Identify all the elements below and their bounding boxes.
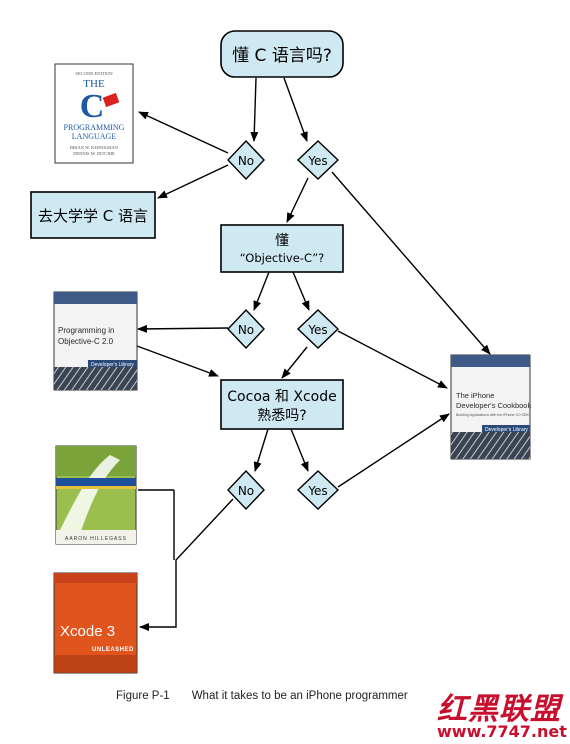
decision-no-3-label: No — [238, 484, 254, 498]
iphone-book-photo — [451, 432, 530, 459]
node-know-cocoa: Cocoa 和 Xcode 熟悉吗? — [220, 379, 344, 430]
arrow-yes-to-iphone-book-3 — [337, 413, 450, 488]
arrow-objc-book-to-cocoa — [136, 345, 219, 377]
c-book-ansi-badge — [102, 92, 120, 108]
objc-book-series: Developer's Library — [91, 362, 134, 368]
figure-caption-text: What it takes to be an iPhone programmer — [191, 690, 408, 702]
arrow-no-to-university — [157, 164, 229, 199]
iphone-book-subtitle: Building Applications with the iPhone 3.… — [456, 413, 530, 417]
node-learn-c: 去大学学 C 语言 — [30, 191, 156, 239]
node-know-objc: 懂 “Objective-C”? — [220, 224, 344, 273]
arrow-objc-to-no — [253, 271, 270, 311]
decision-no-1: No — [227, 139, 265, 181]
book-xcode-3-unleashed: Xcode 3 UNLEASHED — [53, 572, 138, 674]
cocoa-book-author: AARON HILLEGASS — [65, 536, 127, 542]
cocoa-book-illustration — [60, 455, 120, 534]
arrow-yes-to-iphone-book-2 — [337, 330, 448, 389]
arrow-c-to-no — [250, 77, 259, 142]
xcode-book-subtitle: UNLEASHED — [92, 647, 134, 653]
xcode-book-title: Xcode 3 — [60, 623, 115, 640]
book-cocoa-programming: AARON HILLEGASS — [55, 445, 137, 545]
iphone-book-title-1: The iPhone — [456, 391, 494, 400]
arrow-yes-to-objc — [286, 177, 309, 223]
arrow-no-to-c-book — [138, 111, 229, 154]
watermark-url: www.7747.net — [437, 722, 567, 741]
decision-yes-1: Yes — [296, 140, 340, 180]
book-programming-objective-c: Programming in Objective-C 2.0 Developer… — [53, 291, 138, 391]
arrow-cocoa-to-yes — [290, 428, 309, 472]
decision-no-1-label: No — [238, 154, 254, 168]
arrow-yes-to-iphone-book — [331, 171, 491, 355]
c-book-edition: SECOND EDITION — [75, 71, 113, 76]
arrow-cocoa-to-no — [253, 428, 269, 472]
node-know-cocoa-line1: Cocoa 和 Xcode — [227, 389, 336, 405]
node-know-objc-line2: “Objective-C”? — [240, 251, 325, 265]
iphone-book-series: Developer's Library — [485, 427, 528, 433]
node-know-cocoa-line2: 熟悉吗? — [257, 408, 306, 424]
xcode-book-footer — [54, 655, 137, 673]
arrow-yes-to-cocoa — [281, 346, 308, 379]
decision-no-2: No — [227, 308, 265, 350]
figure-number: Figure P-1 — [116, 690, 170, 702]
c-book-title-the: THE — [83, 78, 105, 90]
watermark-logo-text: 红黑联盟 — [437, 692, 561, 727]
decision-yes-2: Yes — [296, 309, 340, 349]
arrow-c-to-yes — [283, 77, 308, 142]
connectors — [136, 77, 491, 631]
c-book-title-c: C — [80, 88, 105, 125]
decision-yes-3-label: Yes — [307, 484, 327, 498]
decision-yes-2-label: Yes — [307, 323, 327, 337]
figure-caption: Figure P-1 What it takes to be an iPhone … — [116, 690, 408, 702]
decision-yes-1-label: Yes — [307, 154, 327, 168]
objc-book-title-1: Programming in — [58, 326, 114, 335]
decision-no-2-label: No — [238, 323, 254, 337]
objc-book-photo — [54, 367, 137, 390]
decision-no-3: No — [227, 469, 265, 511]
objc-book-title-2: Objective-C 2.0 — [58, 337, 114, 346]
node-know-c: 懂 C 语言吗? — [220, 30, 344, 78]
decision-yes-3: Yes — [296, 470, 340, 510]
c-book-author-1: BRIAN W. KERNIGHAN — [70, 145, 119, 150]
arrow-objc-to-yes — [292, 271, 310, 311]
iphone-book-title-2: Developer's Cookbook — [456, 401, 531, 410]
c-book-author-2: DENNIS M. RITCHIE — [73, 151, 115, 156]
c-book-title-programming: PROGRAMMING — [64, 123, 125, 132]
c-book-title-language: LANGUAGE — [72, 132, 117, 141]
book-iphone-developers-cookbook: The iPhone Developer's Cookbook Building… — [450, 354, 531, 460]
arrow-no-to-xcode-book — [139, 498, 234, 631]
book-c-programming-language: SECOND EDITION THE C PROGRAMMING LANGUAG… — [54, 63, 134, 164]
arrow-no-to-objc-book — [137, 324, 229, 333]
node-know-objc-line1: 懂 — [275, 233, 289, 249]
node-know-c-label: 懂 C 语言吗? — [232, 46, 332, 66]
node-learn-c-label: 去大学学 C 语言 — [38, 207, 148, 225]
